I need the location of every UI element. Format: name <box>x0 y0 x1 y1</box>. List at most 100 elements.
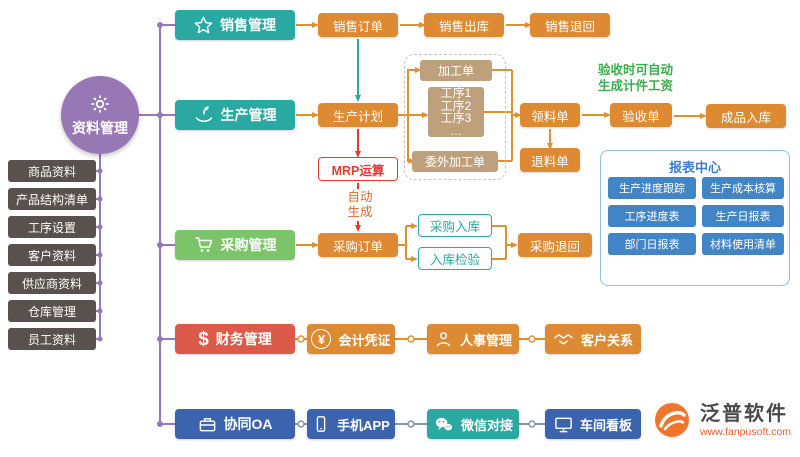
node-wechat-integration: 微信对接 <box>427 409 519 439</box>
node-hr-management: 人事管理 <box>427 324 519 354</box>
monitor-icon <box>554 415 573 434</box>
brand-site-url: www.fanpusoft.com <box>700 425 792 438</box>
node-mrp: MRP运算 <box>318 157 398 181</box>
node-label: 退料单 <box>531 154 569 169</box>
report-item-production-daily: 生产日报表 <box>702 205 784 227</box>
node-label: 人事管理 <box>459 332 512 348</box>
node-material-requisition: 领料单 <box>520 103 580 127</box>
dollar-icon: $ <box>198 328 209 350</box>
node-process-steps: 工序1 工序2 工序3 … <box>428 87 484 137</box>
module-finance: $ 财务管理 <box>175 324 295 354</box>
data-management-label: 资料管理 <box>72 119 128 136</box>
brand-block: 泛普软件 www.fanpusoft.com <box>652 400 791 440</box>
process-step-ellipsis: … <box>450 123 462 138</box>
module-production: 生产管理 <box>175 100 295 130</box>
node-label: 手机APP <box>337 417 390 433</box>
process-step: 工序3 <box>440 111 472 125</box>
master-item-label: 产品结构清单 <box>15 192 88 207</box>
process-step: 工序2 <box>440 98 472 113</box>
data-management-node: 资料管理 <box>61 76 139 154</box>
master-item-supplier: 供应商资料 <box>8 272 96 294</box>
module-oa: 协同OA <box>175 409 295 439</box>
auto-generate-line2: 生成 <box>347 205 373 219</box>
node-label: 微信对接 <box>460 417 513 433</box>
node-sales-return: 销售退回 <box>530 13 610 37</box>
report-item-process-progress: 工序进度表 <box>608 205 696 227</box>
node-job-order: 加工单 <box>420 60 492 81</box>
node-label: 销售订单 <box>332 19 383 34</box>
person-icon <box>434 330 453 349</box>
report-item-label: 生产成本核算 <box>710 183 776 195</box>
report-item-label: 材料使用清单 <box>710 239 776 251</box>
star-icon <box>194 16 213 35</box>
master-item-bom: 产品结构清单 <box>8 188 96 210</box>
brand-logo-icon <box>652 400 692 440</box>
node-label: 会计凭证 <box>338 332 391 348</box>
smartphone-icon <box>312 415 330 433</box>
master-item-label: 工序设置 <box>27 220 76 235</box>
acceptance-note-line2: 生成计件工资 <box>598 79 674 93</box>
report-item-label: 生产进度跟踪 <box>619 183 685 195</box>
cart-icon <box>194 235 214 255</box>
node-customer-relations: 客户关系 <box>545 324 641 354</box>
node-label: 领料单 <box>531 109 569 124</box>
node-purchase-return: 采购退回 <box>518 233 592 257</box>
work-order-group <box>404 54 506 180</box>
module-label: 生产管理 <box>220 107 277 123</box>
module-purchase: 采购管理 <box>175 230 295 260</box>
master-item-goods: 商品资料 <box>8 160 96 182</box>
node-sales-order: 销售订单 <box>318 13 398 37</box>
module-label: 销售管理 <box>220 17 276 33</box>
node-purchase-inbound: 采购入库 <box>418 214 492 237</box>
node-label: 车间看板 <box>579 417 632 433</box>
acceptance-note: 验收时可自动 生成计件工资 <box>598 62 673 94</box>
acceptance-note-line1: 验收时可自动 <box>598 63 674 77</box>
brand-name: 泛普软件 <box>700 402 788 425</box>
node-workshop-board: 车间看板 <box>545 409 641 439</box>
wechat-icon <box>433 415 454 434</box>
report-item-progress-tracking: 生产进度跟踪 <box>608 177 696 199</box>
module-sales: 销售管理 <box>175 10 295 40</box>
node-label: 采购入库 <box>429 220 480 234</box>
node-outsource-order: 委外加工单 <box>412 151 498 172</box>
report-item-material-usage: 材料使用清单 <box>702 233 784 255</box>
master-item-label: 客户资料 <box>27 248 76 263</box>
node-label: 销售退回 <box>544 19 595 34</box>
node-sales-outbound: 销售出库 <box>424 13 504 37</box>
module-label: 财务管理 <box>215 331 272 347</box>
report-item-label: 工序进度表 <box>624 211 680 223</box>
node-purchase-order: 采购订单 <box>318 233 398 257</box>
report-center-title: 报表中心 <box>668 160 721 175</box>
report-item-label: 生产日报表 <box>715 211 771 223</box>
node-label: 采购订单 <box>332 239 383 254</box>
module-label: 采购管理 <box>220 237 277 253</box>
node-label: 委外加工单 <box>424 155 485 169</box>
auto-generate-label: 自动 生成 <box>336 189 384 221</box>
node-mobile-app: 手机APP <box>307 409 395 439</box>
node-accounting-voucher: ¥ 会计凭证 <box>307 324 395 354</box>
module-label: 协同OA <box>223 416 273 432</box>
master-item-label: 商品资料 <box>27 164 76 179</box>
process-step: 工序1 <box>440 86 472 100</box>
master-item-customer: 客户资料 <box>8 244 96 266</box>
report-item-cost-accounting: 生产成本核算 <box>702 177 784 199</box>
gear-icon <box>89 93 111 115</box>
node-label: MRP运算 <box>331 163 385 178</box>
node-production-plan: 生产计划 <box>318 103 398 127</box>
node-label: 成品入库 <box>720 110 771 125</box>
node-acceptance: 验收单 <box>610 103 672 127</box>
node-label: 入库检验 <box>429 253 480 267</box>
hand-sprout-icon <box>194 105 214 125</box>
node-label: 加工单 <box>437 64 474 78</box>
master-item-process: 工序设置 <box>8 216 96 238</box>
briefcase-icon <box>198 415 217 434</box>
node-inbound-inspection: 入库检验 <box>418 247 492 270</box>
node-label: 销售出库 <box>438 19 489 34</box>
node-label: 生产计划 <box>332 109 383 124</box>
node-label: 采购退回 <box>529 239 580 254</box>
node-label: 验收单 <box>622 109 660 124</box>
handshake-icon <box>553 330 574 349</box>
report-item-department-daily: 部门日报表 <box>608 233 696 255</box>
master-item-employee: 员工资料 <box>8 328 96 350</box>
